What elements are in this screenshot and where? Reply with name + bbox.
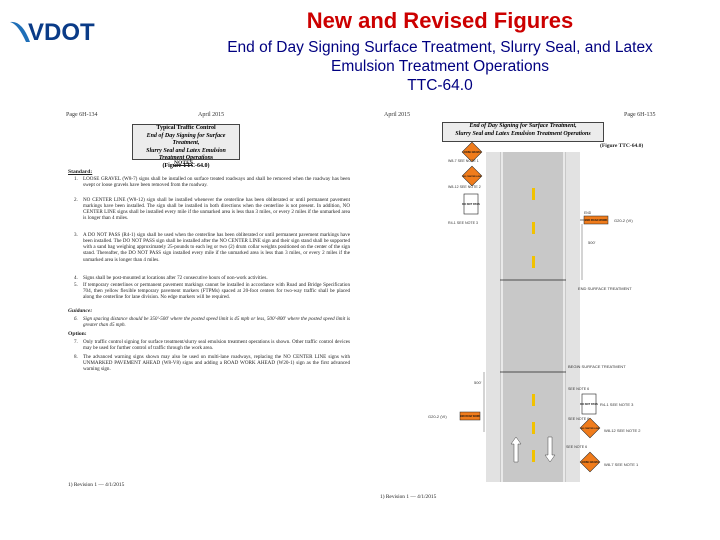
note-text: A DO NOT PASS (R4-1) sign shall be used … — [83, 232, 350, 263]
label-r4-1-upper: R4-1 SEE NOTE 3 — [448, 221, 478, 225]
label-dist-500-lower: 500' — [474, 380, 482, 385]
label-see-note-6c: SEE NOTE 6 — [566, 445, 587, 449]
direction-arrows — [510, 436, 556, 463]
note-4: 4. Signs shall be post-mounted at locati… — [74, 275, 350, 281]
label-r4-1-lower: R4-1 SEE NOTE 3 — [600, 402, 634, 407]
note-7: 7. Only traffic control signing for surf… — [74, 339, 350, 351]
sign-text-no-center-line-upper: NO CENTER LINE — [463, 176, 482, 178]
no-center-line-sign-lower — [579, 417, 601, 439]
standard-heading: Standard: — [68, 169, 93, 175]
right-manual-page: April 2015 Page 6H-135 End of Day Signin… — [378, 112, 684, 504]
note-number: 6. — [74, 316, 78, 322]
sign-text-no-center-line-lower: NO CENTER LINE — [581, 428, 600, 430]
right-figure-number: (Figure TTC-64.0) — [600, 143, 644, 149]
label-dist-500-upper: 500' — [588, 240, 596, 245]
left-page-footer: 1) Revision 1 — 4/1/2015 — [68, 482, 125, 488]
right-page-date: April 2015 — [384, 112, 411, 118]
note-5: 5. If temporary centerlines or permanent… — [74, 282, 350, 300]
subtitle-line-3: TTC-64.0 — [407, 77, 473, 94]
note-text: LOOSE GRAVEL (W8-7) signs shall be insta… — [83, 176, 350, 189]
note-number: 2. — [74, 197, 78, 203]
end-road-work-sign-lower — [459, 411, 481, 421]
figure-box-line-2: Slurry Seal and Latex Emulsion Treatment… — [455, 130, 591, 137]
note-6: 6. Sign spacing distance should be 350'-… — [74, 316, 350, 328]
note-number: 3. — [74, 232, 78, 238]
note-text: NO CENTER LINE (W8-12) sign shall be ins… — [83, 197, 350, 222]
label-w8-7-lower: W8-7 SEE NOTE 1 — [604, 462, 639, 467]
label-end-surface-treatment: END SURFACE TREATMENT — [578, 286, 632, 291]
label-w8-7-upper: W8-7 SEE NOTE 1 — [448, 159, 479, 163]
note-text: The advanced warning signs shown may als… — [83, 354, 350, 373]
label-w8-12-lower: W8-12 SEE NOTE 2 — [604, 428, 641, 433]
note-2: 2. NO CENTER LINE (W8-12) sign shall be … — [74, 197, 350, 222]
note-text: Only traffic control signing for surface… — [83, 339, 350, 352]
do-not-pass-sign-lower — [581, 393, 597, 415]
logo-text: VDOT — [28, 19, 95, 46]
label-w8-12-upper: W8-12 SEE NOTE 2 — [448, 185, 481, 189]
left-manual-page: Page 6H-134 April 2015 Typical Traffic C… — [66, 112, 372, 504]
notes-heading: NOTES — [174, 160, 193, 166]
label-see-note-6b: SEE NOTE 6 — [568, 417, 589, 421]
note-text: Signs shall be post-mounted at locations… — [83, 275, 268, 281]
sign-text-do-not-pass-upper: DO NOT PASS — [462, 202, 480, 206]
vdot-logo: VDOT — [10, 19, 95, 46]
figure-box-line-3: Slurry Seal and Latex Emulsion Treatment… — [146, 147, 226, 162]
centerline-lower — [532, 394, 535, 462]
figure-box-line-4: (Figure TTC-64.0) — [162, 162, 210, 169]
up-arrow-icon — [510, 436, 522, 463]
left-page-date: April 2015 — [198, 112, 225, 118]
slide-subtitle: End of Day Signing Surface Treatment, Sl… — [180, 38, 700, 95]
note-3: 3. A DO NOT PASS (R4-1) sign shall be us… — [74, 232, 350, 263]
sign-text-end-road-work: END ROAD WORK — [585, 218, 608, 222]
sign-text-end-road-work-lower: END ROAD WORK — [460, 415, 481, 418]
left-figure-title-box: Typical Traffic Control End of Day Signi… — [132, 124, 240, 169]
label-see-note-6a: SEE NOTE 6 — [568, 387, 589, 391]
right-shoulder — [566, 152, 580, 482]
right-page-footer: 1) Revision 1 — 4/1/2015 — [380, 494, 437, 500]
figure-box-line-1: Typical Traffic Control — [156, 125, 216, 131]
centerline-upper — [532, 188, 535, 268]
note-number: 5. — [74, 282, 78, 288]
note-1: 1. LOOSE GRAVEL (W8-7) signs shall be in… — [74, 176, 350, 188]
no-center-line-sign-upper — [461, 165, 483, 187]
subtitle-line-1: End of Day Signing Surface Treatment, Sl… — [227, 39, 653, 56]
guidance-heading: Guidance: — [68, 308, 93, 314]
note-number: 8. — [74, 354, 78, 360]
note-number: 1. — [74, 176, 78, 182]
subtitle-line-2: Emulsion Treatment Operations — [331, 58, 549, 75]
note-number: 4. — [74, 275, 78, 281]
slide-title: New and Revised Figures — [306, 8, 574, 33]
note-text: Sign spacing distance should be 350'-500… — [83, 316, 350, 329]
label-begin-surface-treatment: BEGIN SURFACE TREATMENT — [568, 364, 626, 369]
option-heading: Option: — [68, 331, 87, 337]
label-end: END — [584, 211, 592, 215]
left-shoulder — [486, 152, 500, 482]
loose-gravel-sign-upper — [461, 141, 483, 163]
label-g20-2-right: G20-2 (VI) — [614, 218, 633, 223]
note-number: 7. — [74, 339, 78, 345]
left-page-number: Page 6H-134 — [66, 112, 98, 118]
loose-gravel-sign-lower — [579, 451, 601, 473]
sign-text-loose-gravel-lower: LOOSE GRAVEL — [581, 461, 600, 464]
figure-box-line-2: End of Day Signing for Surface Treatment… — [146, 132, 226, 147]
down-arrow-icon — [544, 436, 556, 463]
logo-swoosh-icon — [10, 21, 30, 42]
sign-text-loose-gravel-upper: LOOSE GRAVEL — [463, 151, 482, 154]
figure-box-line-1: End of Day Signing for Surface Treatment… — [469, 123, 577, 129]
do-not-pass-sign-upper — [463, 193, 479, 215]
note-8: 8. The advanced warning signs shown may … — [74, 354, 350, 372]
traffic-control-diagram: LOOSE GRAVEL W8-7 SEE NOTE 1 NO CENTER L… — [428, 141, 641, 482]
sign-text-do-not-pass-lower: DO NOT PASS — [580, 402, 598, 406]
note-text: If temporary centerlines or permanent pa… — [83, 282, 350, 301]
label-g20-2-left: G20-2 (VI) — [428, 414, 447, 419]
right-figure-title-box: End of Day Signing for Surface Treatment… — [442, 122, 604, 142]
right-page-number: Page 6H-135 — [624, 112, 656, 118]
